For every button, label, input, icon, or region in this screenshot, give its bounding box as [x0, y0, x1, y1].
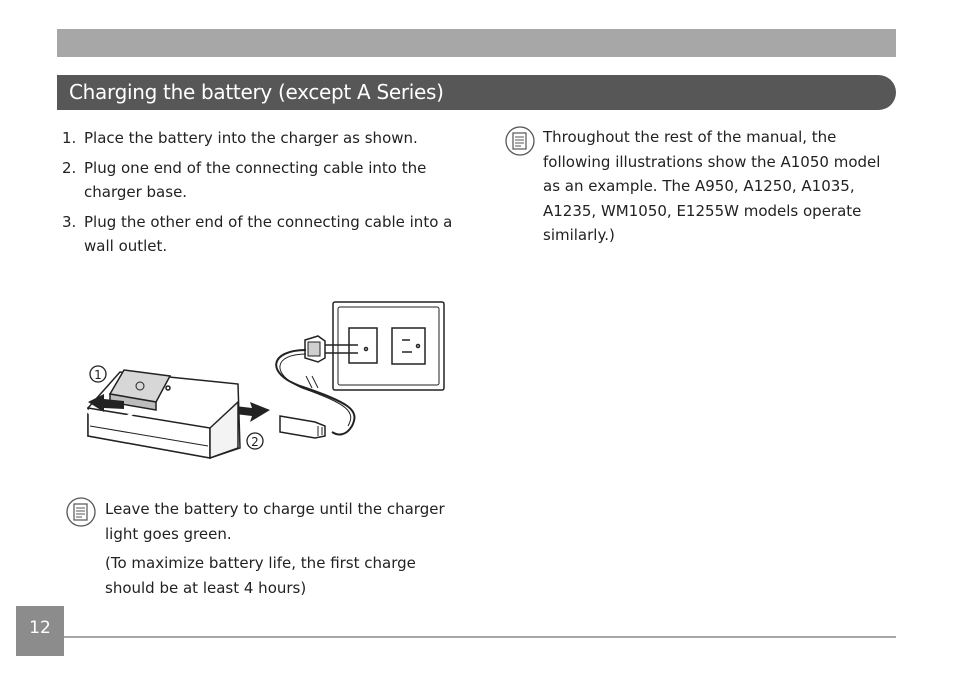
note-line-2: (To maximize battery life, the first cha… — [105, 554, 416, 597]
step-number: 2. — [62, 158, 77, 177]
wall-outlet — [332, 301, 445, 391]
section-header: Charging the battery (except A Series) — [57, 75, 896, 110]
note-icon — [66, 497, 96, 527]
callout-2-label: 2 — [251, 435, 259, 449]
note-line-1: Leave the battery to charge until the ch… — [105, 500, 445, 543]
battery-arrow-icon — [88, 394, 124, 412]
list-item: 1. Place the battery into the charger as… — [62, 126, 472, 151]
section-title: Charging the battery (except A Series) — [69, 80, 444, 104]
plug — [304, 335, 369, 363]
step-text: Plug the other end of the connecting cab… — [84, 212, 453, 256]
list-item: 2. Plug one end of the connecting cable … — [62, 156, 472, 205]
step-number: 3. — [62, 212, 77, 231]
charging-note: Leave the battery to charge until the ch… — [105, 497, 470, 605]
callout-1: 1 — [89, 365, 107, 383]
page-number: 12 — [29, 618, 51, 638]
battery — [108, 369, 172, 411]
charger-illustration: 1 2 — [85, 301, 445, 460]
note-text: Throughout the rest of the manual, the f… — [543, 128, 881, 244]
note-icon — [505, 126, 535, 156]
cable — [275, 349, 356, 436]
callout-2: 2 — [246, 432, 264, 450]
top-decorative-bar — [57, 29, 896, 57]
step-text: Plug one end of the connecting cable int… — [84, 158, 427, 202]
steps-list: 1. Place the battery into the charger as… — [62, 126, 472, 264]
insert-arrow-icon — [235, 402, 270, 422]
callout-1-label: 1 — [94, 368, 102, 382]
step-text: Place the battery into the charger as sh… — [84, 129, 418, 147]
footer-divider — [64, 636, 896, 638]
list-item: 3. Plug the other end of the connecting … — [62, 210, 472, 259]
step-number: 1. — [62, 129, 77, 147]
page-number-box: 12 — [16, 606, 64, 656]
cable-connector — [279, 415, 326, 439]
